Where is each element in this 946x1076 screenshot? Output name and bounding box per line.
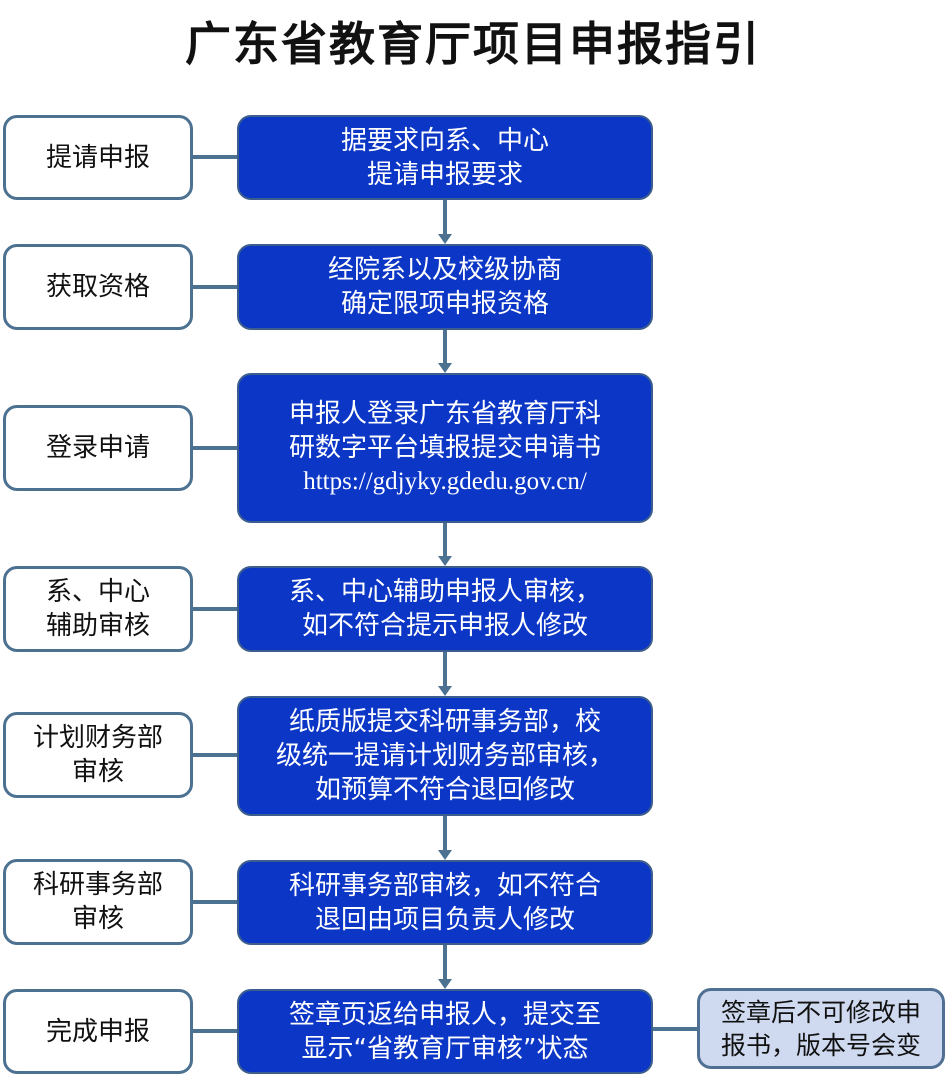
step-box-5: 纸质版提交科研事务部，校 级统一提请计划财务部审核， 如预算不符合退回修改 — [237, 696, 653, 816]
connector — [193, 446, 237, 450]
connector — [193, 285, 237, 289]
note-box: 签章后不可修改申 报书，版本号会变 — [697, 988, 945, 1069]
arrow-down-icon — [438, 556, 452, 566]
flow-line — [443, 523, 447, 556]
step-text: 签章页返给申报人，提交至 显示“省教育厅审核”状态 — [288, 999, 601, 1064]
stage-label-3: 登录申请 — [3, 405, 193, 491]
step-box-7: 签章页返给申报人，提交至 显示“省教育厅审核”状态 — [237, 989, 653, 1074]
step-text: 申报人登录广东省教育厅科 研数字平台填报提交申请书 — [288, 399, 601, 463]
step-text: 纸质版提交科研事务部，校 级统一提请计划财务部审核， 如预算不符合退回修改 — [275, 707, 614, 805]
flow-line — [443, 200, 447, 234]
connector — [193, 1029, 237, 1033]
step-text: 据要求向系、中心 提请申报要求 — [340, 125, 549, 190]
platform-url[interactable]: https://gdjyky.gdedu.gov.cn/ — [303, 468, 587, 495]
stage-label-6: 科研事务部 审核 — [3, 859, 193, 945]
flow-line — [443, 945, 447, 979]
step-text: 科研事务部审核，如不符合 退回由项目负责人修改 — [288, 870, 601, 935]
stage-label-5: 计划财务部 审核 — [3, 712, 193, 798]
page-title: 广东省教育厅项目申报指引 — [185, 17, 761, 71]
arrow-down-icon — [438, 686, 452, 696]
arrow-down-icon — [438, 979, 452, 989]
arrow-down-icon — [438, 363, 452, 373]
step-box-3: 申报人登录广东省教育厅科 研数字平台填报提交申请书 https://gdjyky.… — [237, 373, 653, 523]
flow-line — [443, 330, 447, 363]
step-box-1: 据要求向系、中心 提请申报要求 — [237, 115, 653, 200]
step-box-6: 科研事务部审核，如不符合 退回由项目负责人修改 — [237, 860, 653, 945]
step-text: 经院系以及校级协商 确定限项申报资格 — [327, 255, 562, 319]
connector — [193, 900, 237, 904]
flow-line — [443, 816, 447, 850]
connector — [193, 607, 237, 611]
connector — [193, 753, 237, 757]
step-text: 系、中心辅助申报人审核， 如不符合提示申报人修改 — [288, 577, 601, 641]
connector — [653, 1027, 697, 1031]
stage-label-2: 获取资格 — [3, 244, 193, 330]
connector — [193, 155, 237, 159]
arrow-down-icon — [438, 850, 452, 860]
stage-label-4: 系、中心 辅助审核 — [3, 566, 193, 652]
step-box-4: 系、中心辅助申报人审核， 如不符合提示申报人修改 — [237, 566, 653, 652]
stage-label-1: 提请申报 — [3, 115, 193, 200]
step-box-2: 经院系以及校级协商 确定限项申报资格 — [237, 244, 653, 330]
flow-line — [443, 652, 447, 686]
stage-label-7: 完成申报 — [3, 989, 193, 1074]
arrow-down-icon — [438, 234, 452, 244]
